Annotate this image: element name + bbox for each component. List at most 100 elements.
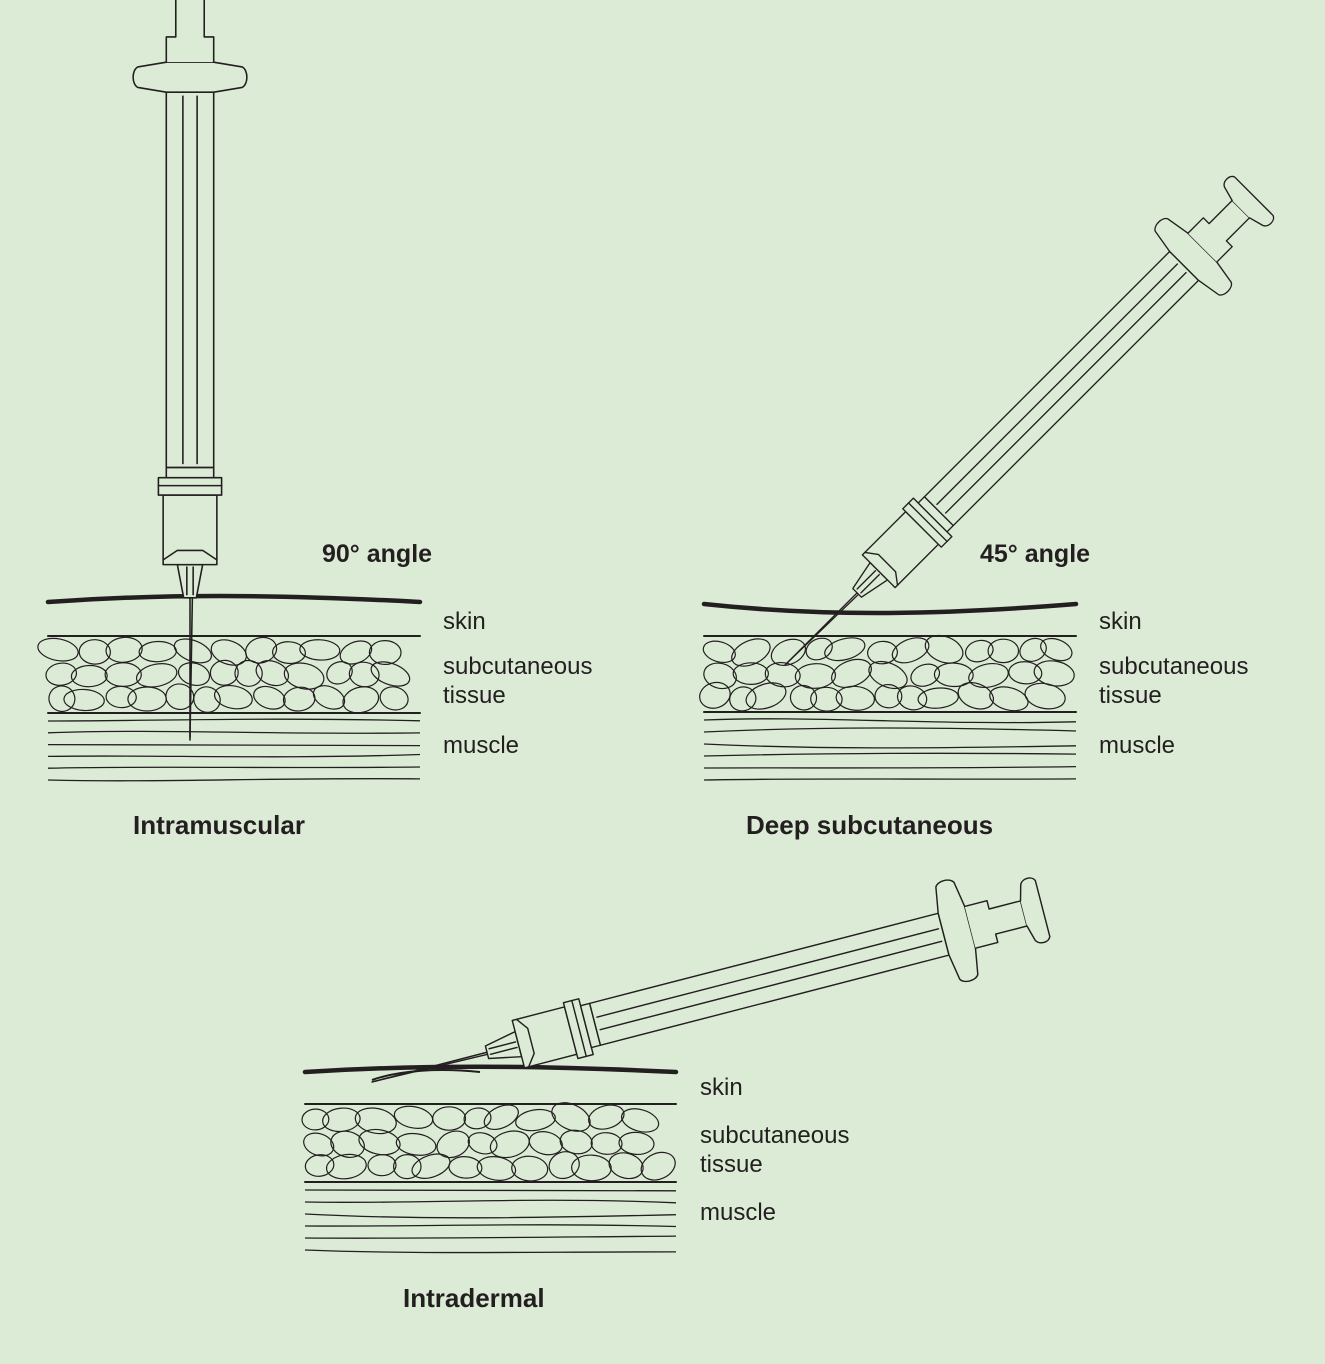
id-fat-cell	[483, 1104, 519, 1131]
id-skin-label: skin	[700, 1074, 743, 1101]
id-fat-cell	[330, 1130, 365, 1158]
im-skin-line	[45, 593, 423, 605]
im-fat-cell	[105, 685, 137, 709]
im-fat-cell	[272, 641, 306, 665]
im-barrel	[165, 91, 215, 469]
im-fat-cell	[37, 637, 79, 662]
im-fat-cells	[37, 636, 411, 714]
id-muscle-fibre	[304, 1189, 677, 1192]
id-muscle-fibre	[304, 1213, 677, 1219]
id-fat-cell	[559, 1129, 593, 1155]
id-fat-cell	[395, 1132, 437, 1156]
sc-thumb-rest	[1223, 175, 1275, 227]
sc-fat-cell	[789, 684, 818, 711]
id-fat-cell	[393, 1153, 422, 1180]
sc-fat-cell	[989, 686, 1029, 712]
im-fat-cell	[234, 659, 263, 687]
id-fat-cells	[301, 1102, 676, 1182]
id-tissue-label: tissue	[700, 1151, 763, 1178]
id-fat-cell	[640, 1151, 676, 1181]
sc-fat-cells	[699, 634, 1075, 712]
id-fat-cell	[590, 1132, 623, 1155]
id-fat-cell	[393, 1105, 434, 1129]
id-fat-cell	[448, 1156, 483, 1179]
id-syringe	[371, 877, 1051, 1083]
sc-fat-cell	[764, 662, 801, 688]
sc-fat-cell	[824, 637, 866, 662]
id-fat-cell	[515, 1108, 556, 1132]
im-fat-cell	[283, 662, 325, 690]
sc-fat-cell	[867, 640, 898, 665]
im-muscle-fibre	[47, 743, 421, 747]
sc-fat-cell	[745, 682, 787, 710]
im-muscle-fibres	[47, 718, 421, 782]
sc-fat-cell	[729, 686, 757, 712]
im-syringe	[132, 0, 248, 741]
sc-muscle-label: muscle	[1099, 732, 1176, 759]
sc-fat-cell	[933, 662, 974, 688]
im-fat-cell	[173, 638, 213, 664]
id-subcutaneous-label: subcutaneous	[700, 1122, 850, 1149]
id-fat-cell	[618, 1131, 655, 1156]
sc-muscle-fibre	[703, 765, 1077, 769]
im-angle-label: 90° angle	[322, 540, 433, 568]
sc-fat-cell	[968, 662, 1009, 689]
im-fat-cell	[379, 686, 409, 711]
sc-syringe	[784, 175, 1275, 666]
im-fat-cell	[312, 685, 346, 710]
id-title: Intradermal	[403, 1283, 545, 1313]
im-fat-cell	[127, 686, 167, 712]
im-fat-cell	[299, 639, 341, 661]
im-fat-cell	[326, 661, 353, 685]
im-muscle-fibre	[47, 730, 421, 734]
id-fat-cell	[463, 1107, 492, 1130]
sc-fat-cell	[868, 660, 908, 690]
im-finger-flange	[132, 61, 248, 93]
im-fat-cell	[368, 639, 402, 666]
sc-fat-cell	[1019, 637, 1047, 663]
sc-fat-cell	[699, 681, 731, 709]
im-muscle-fibre	[47, 778, 421, 782]
im-fat-cell	[135, 663, 178, 688]
im-muscle-fibre	[47, 753, 421, 758]
im-subcutaneous-label: subcutaneous	[443, 653, 593, 680]
sc-fat-cell	[1008, 661, 1043, 685]
sc-muscle-fibre	[703, 743, 1077, 749]
im-tissue-label: tissue	[443, 682, 506, 709]
im-fat-cell	[70, 664, 108, 688]
sc-fat-cell	[1040, 637, 1073, 662]
sc-fat-cell	[810, 686, 843, 712]
id-muscle-fibre	[304, 1199, 677, 1204]
sc-fat-cell	[917, 687, 959, 709]
sc-fat-cell	[910, 663, 941, 687]
id-fat-cell	[489, 1130, 530, 1159]
sc-fat-cell	[794, 663, 837, 689]
id-fat-cell	[432, 1106, 467, 1131]
im-fat-cell	[210, 639, 247, 666]
id-fat-cell	[467, 1132, 498, 1155]
id-fat-cell	[548, 1151, 580, 1180]
sc-fat-cell	[1024, 682, 1066, 710]
id-fat-cell	[367, 1154, 397, 1177]
im-muscle-fibre	[47, 766, 421, 769]
im-fat-cell	[138, 640, 177, 663]
id-muscle-fibre	[304, 1235, 677, 1239]
im-muscle-label: muscle	[443, 732, 520, 759]
sc-muscle-fibre	[703, 718, 1077, 724]
id-fat-cell	[411, 1153, 451, 1179]
sc-fat-cell	[957, 682, 995, 710]
sc-fat-cell	[964, 639, 994, 663]
sc-muscle-fibre	[703, 727, 1077, 733]
sc-barrel	[923, 250, 1200, 527]
sc-muscle-fibre	[703, 778, 1077, 781]
id-fat-cell	[354, 1107, 397, 1135]
id-fat-cell	[476, 1156, 517, 1181]
id-fat-cell	[588, 1104, 625, 1130]
id-fat-cell	[325, 1153, 367, 1180]
im-fat-cell	[282, 686, 316, 712]
id-muscle-label: muscle	[700, 1199, 777, 1226]
id-fat-cell	[571, 1154, 612, 1182]
sc-subcutaneous-label: subcutaneous	[1099, 653, 1249, 680]
